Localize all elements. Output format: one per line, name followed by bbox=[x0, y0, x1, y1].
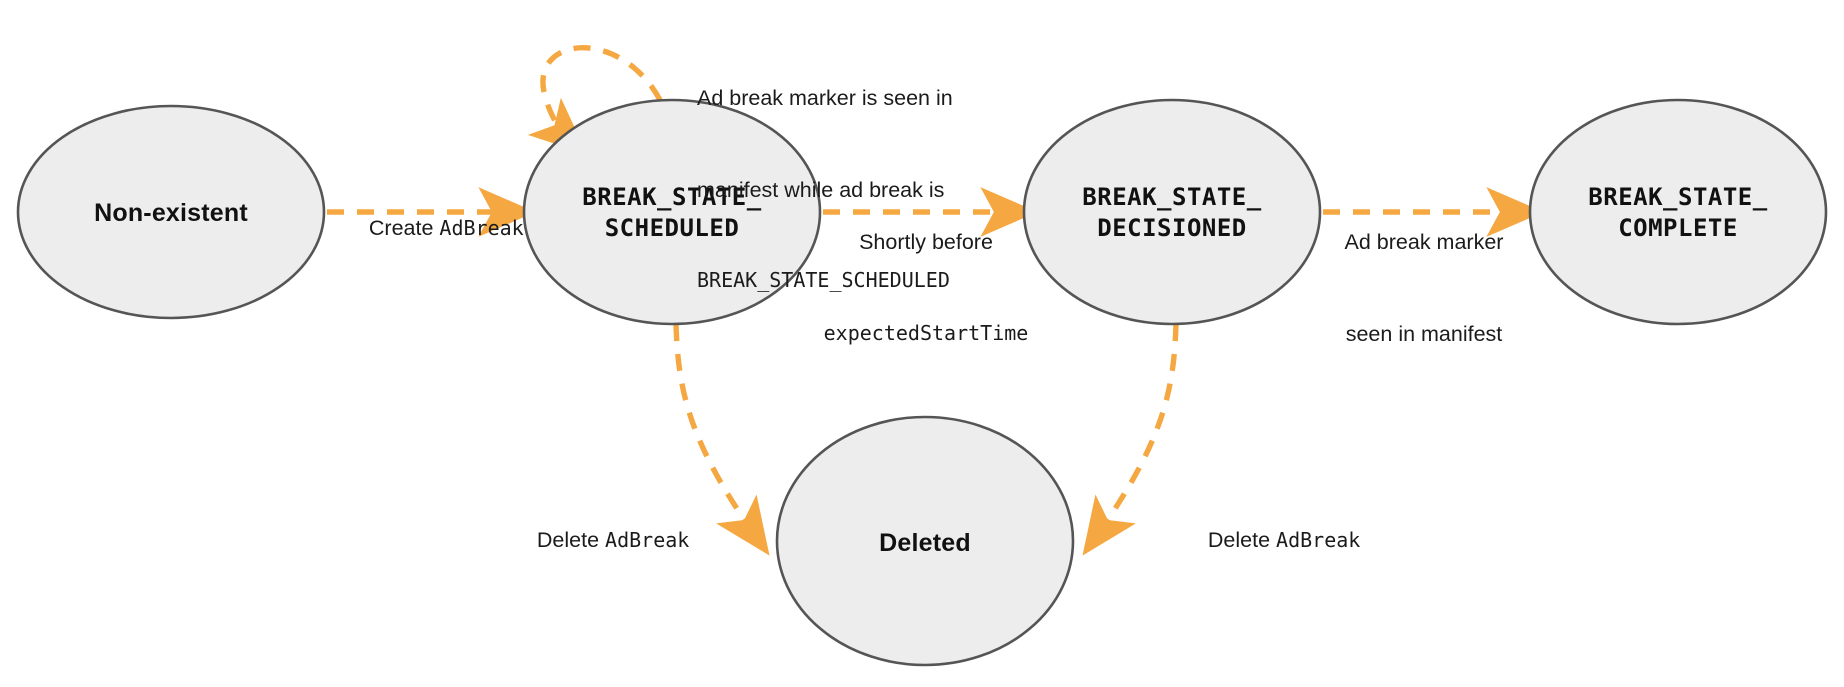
node-break-state-decisioned[interactable] bbox=[1022, 98, 1322, 326]
node-break-state-complete[interactable] bbox=[1528, 98, 1828, 326]
edge-decisioned-to-deleted bbox=[1082, 323, 1179, 556]
edge-scheduled-to-deleted bbox=[673, 323, 770, 556]
node-break-state-scheduled[interactable] bbox=[522, 98, 822, 326]
node-non-existent[interactable] bbox=[16, 104, 326, 320]
node-deleted[interactable] bbox=[775, 415, 1075, 667]
